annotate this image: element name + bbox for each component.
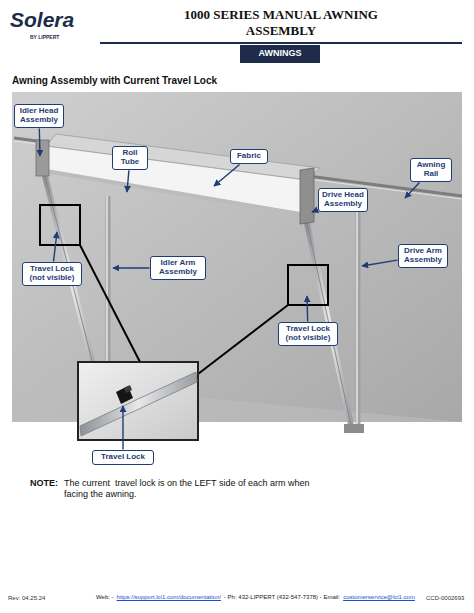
footer-link: https://support.lci1.com/documentation/	[117, 594, 221, 600]
drive-head	[300, 168, 314, 224]
inset-arm	[80, 372, 197, 436]
idler-head	[36, 140, 49, 176]
callout-arrow	[306, 296, 308, 322]
callout-text: Idler Head Assembly	[18, 107, 60, 125]
detail-frame	[40, 205, 80, 245]
callout-arrow	[127, 170, 129, 192]
callout-box: Awning Rail	[410, 158, 452, 182]
inset-lock-knob	[124, 385, 132, 393]
callout-arrow	[122, 406, 123, 450]
fabric-front	[46, 146, 306, 214]
footer-contact: Web: -https://support.lci1.com/documenta…	[96, 594, 415, 600]
callout-box: Travel Lock	[92, 450, 154, 465]
callout-box: Roll Tube	[112, 146, 148, 170]
document-code: CCD-0002693	[426, 595, 464, 601]
callout-text: Travel Lock (not visible)	[282, 325, 334, 343]
revision: Rev: 04.25.24	[8, 595, 45, 601]
callout-arrow	[312, 210, 318, 212]
callout-arrow	[405, 182, 419, 198]
detail-inset	[78, 362, 198, 440]
callout-text: Travel Lock (not visible)	[26, 265, 78, 283]
callout-text: AWNINGS	[244, 49, 316, 59]
drive-arm-bar	[356, 188, 361, 428]
callout-box: Travel Lock (not visible)	[278, 322, 338, 346]
callout-text: Roll Tube	[116, 149, 144, 167]
footer-text: - Ph: 432-LIPPERT (432-547-7378) - Email…	[224, 594, 340, 600]
footer-link: customerservice@lci1.com	[343, 594, 415, 600]
detail-leader	[198, 305, 288, 374]
callout-arrow	[113, 267, 150, 268]
callout-text: Travel Lock	[96, 453, 150, 462]
roll-tube	[46, 171, 306, 215]
callout-text: Awning Rail	[414, 161, 448, 179]
callout-text: Fabric	[234, 152, 264, 161]
drive-arm-foot	[344, 424, 364, 433]
callout-text: Idler Arm Assembly	[154, 259, 202, 277]
callout-box: Travel Lock (not visible)	[22, 262, 82, 286]
section-tab: AWNINGS	[240, 45, 320, 63]
callout-text: Drive Head Assembly	[322, 191, 364, 209]
note-text: The current travel lock is on the LEFT s…	[64, 478, 314, 501]
brand-byline: BY LIPPERT	[30, 34, 59, 40]
callout-box: Idler Head Assembly	[14, 104, 64, 128]
brand-logo: Solera	[10, 8, 74, 32]
section-heading: Awning Assembly with Current Travel Lock	[12, 75, 217, 86]
callout-text: Drive Arm Assembly	[402, 247, 444, 265]
callout-arrow	[53, 232, 57, 262]
callout-arrow	[214, 164, 240, 186]
callout-box: Idler Arm Assembly	[150, 256, 206, 280]
callout-arrow	[39, 128, 41, 156]
detail-frame	[288, 265, 328, 305]
drive-arm-highlight	[356, 188, 358, 428]
inset-travel-lock	[116, 386, 133, 404]
note-label: NOTE:	[30, 478, 58, 488]
page-title: 1000 SERIES MANUAL AWNING ASSEMBLY	[150, 7, 412, 38]
callout-box: Fabric	[230, 149, 268, 164]
footer-text: Web: -	[96, 594, 114, 600]
header-rule	[100, 42, 462, 44]
callout-box: Drive Arm Assembly	[398, 244, 448, 268]
callout-box: Drive Head Assembly	[318, 188, 368, 212]
callout-arrow	[362, 260, 398, 266]
detail-leader	[80, 245, 140, 362]
